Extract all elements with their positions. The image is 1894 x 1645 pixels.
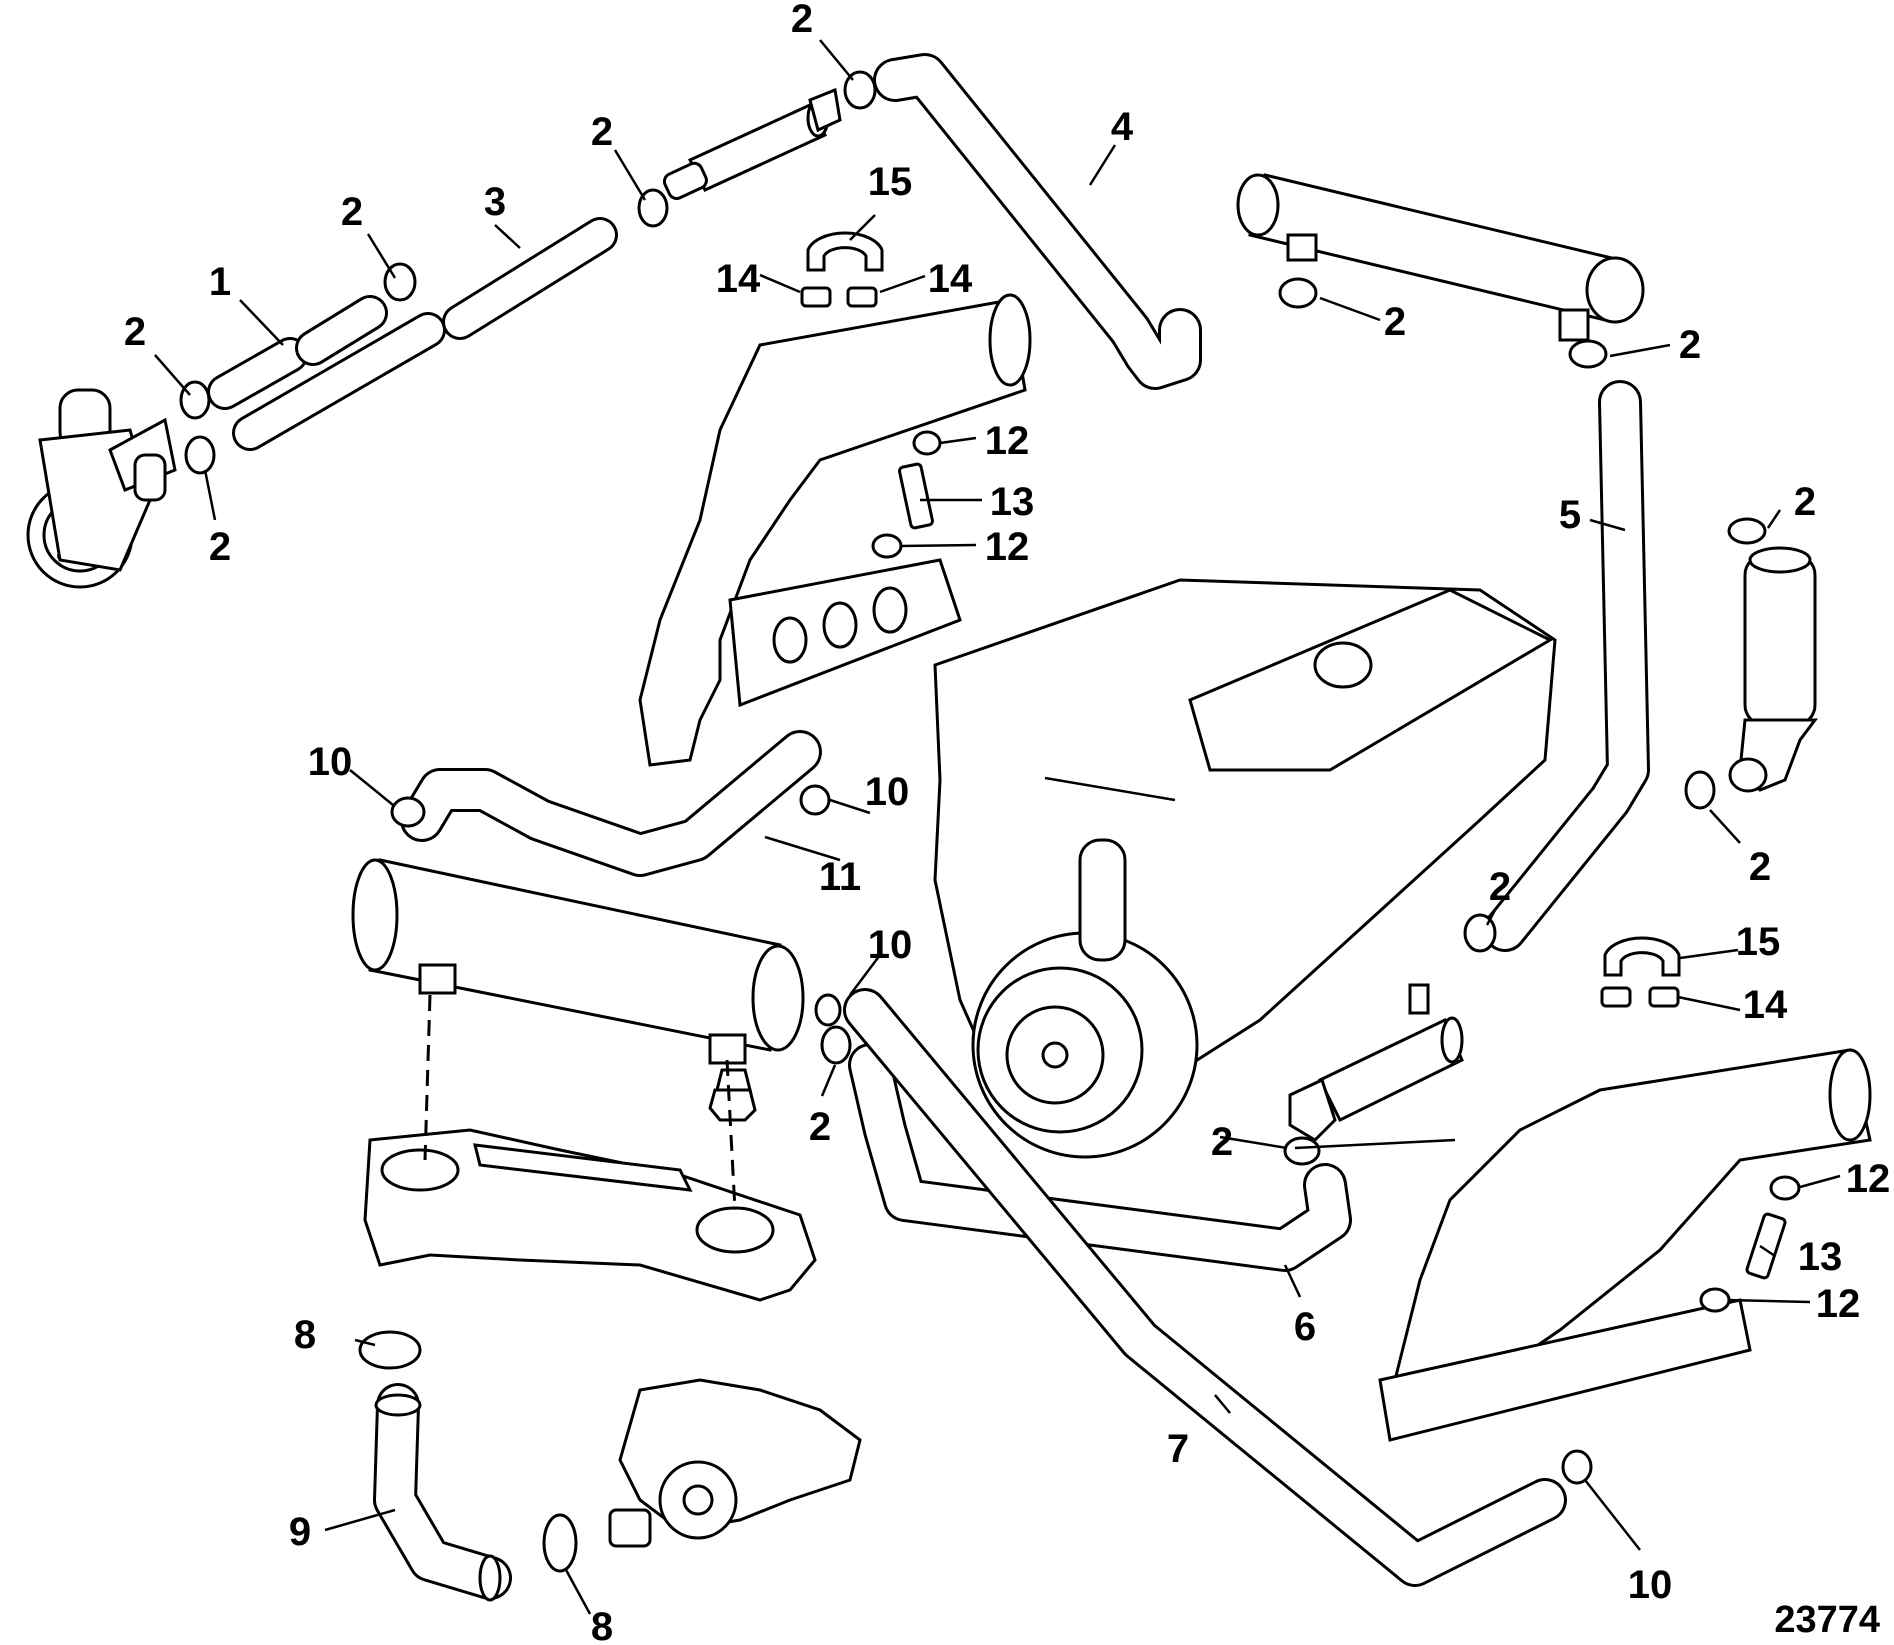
dashed-guides bbox=[423, 994, 737, 1211]
callout-2: 2 bbox=[1679, 323, 1701, 367]
crossover-fitting-bottom bbox=[1603, 936, 1681, 977]
callout-2: 2 bbox=[591, 110, 613, 154]
callout-10: 10 bbox=[865, 770, 910, 814]
callout-2: 2 bbox=[1749, 845, 1771, 889]
seawater-pump bbox=[26, 388, 177, 589]
callout-10: 10 bbox=[308, 740, 353, 784]
callout-11: 11 bbox=[819, 855, 861, 899]
hose-5 bbox=[1483, 380, 1650, 952]
hose-1 bbox=[207, 295, 388, 410]
callout-2: 2 bbox=[1794, 480, 1816, 524]
engine-block bbox=[933, 578, 1557, 1159]
callout-2: 2 bbox=[1211, 1120, 1233, 1164]
hose-9 bbox=[373, 1383, 512, 1602]
callout-labels: 1 2 2 2 2 2 2 2 2 2 2 2 2 2 3 4 5 6 7 8 … bbox=[124, 0, 1890, 1645]
thermostat-housing bbox=[363, 1128, 817, 1302]
callout-8: 8 bbox=[591, 1605, 613, 1645]
callout-3: 3 bbox=[484, 180, 506, 224]
hose-3 bbox=[232, 217, 618, 451]
callout-15: 15 bbox=[1736, 920, 1781, 964]
callout-1: 1 bbox=[209, 260, 231, 304]
callout-8: 8 bbox=[294, 1313, 316, 1357]
callout-4: 4 bbox=[1111, 105, 1134, 149]
callout-13: 13 bbox=[990, 480, 1035, 524]
hose-4 bbox=[873, 53, 1202, 390]
callout-5: 5 bbox=[1559, 493, 1581, 537]
filter-right bbox=[1728, 546, 1818, 793]
hose-11 bbox=[400, 730, 822, 877]
callout-10: 10 bbox=[1628, 1563, 1673, 1607]
callout-14: 14 bbox=[928, 257, 973, 301]
callout-2: 2 bbox=[124, 310, 146, 354]
callout-12: 12 bbox=[1816, 1282, 1861, 1326]
callout-14: 14 bbox=[716, 257, 761, 301]
callout-2: 2 bbox=[809, 1105, 831, 1149]
crossover-fitting-top bbox=[806, 231, 884, 272]
callout-6: 6 bbox=[1294, 1305, 1316, 1349]
callout-2: 2 bbox=[209, 525, 231, 569]
callout-12: 12 bbox=[1846, 1157, 1891, 1201]
hose-clamps bbox=[179, 70, 1801, 1573]
callout-10: 10 bbox=[868, 923, 913, 967]
callout-7: 7 bbox=[1167, 1427, 1189, 1471]
oil-cooler-top bbox=[662, 87, 842, 201]
callout-15: 15 bbox=[868, 160, 913, 204]
callout-9: 9 bbox=[289, 1510, 311, 1554]
callout-2: 2 bbox=[341, 190, 363, 234]
heat-exchanger bbox=[351, 858, 805, 1065]
callout-14: 14 bbox=[1743, 983, 1788, 1027]
callout-12: 12 bbox=[985, 419, 1030, 463]
thermostat bbox=[708, 1068, 757, 1122]
hose-6 bbox=[848, 1043, 1352, 1272]
exhaust-manifold-right bbox=[1378, 1048, 1872, 1442]
callout-13: 13 bbox=[1798, 1235, 1843, 1279]
callout-2: 2 bbox=[1489, 865, 1511, 909]
oil-cooler-middle bbox=[1288, 983, 1464, 1142]
circulating-pump bbox=[608, 1378, 862, 1548]
leader-lines bbox=[154, 39, 1841, 1615]
callout-12: 12 bbox=[985, 525, 1030, 569]
figure-number: 23774 bbox=[1774, 1599, 1880, 1641]
heat-exchanger-top-right bbox=[1236, 173, 1645, 342]
callout-2: 2 bbox=[1384, 300, 1406, 344]
hose-7 bbox=[843, 988, 1567, 1587]
exhaust-manifold-left bbox=[638, 293, 1032, 767]
callout-2: 2 bbox=[791, 0, 813, 41]
